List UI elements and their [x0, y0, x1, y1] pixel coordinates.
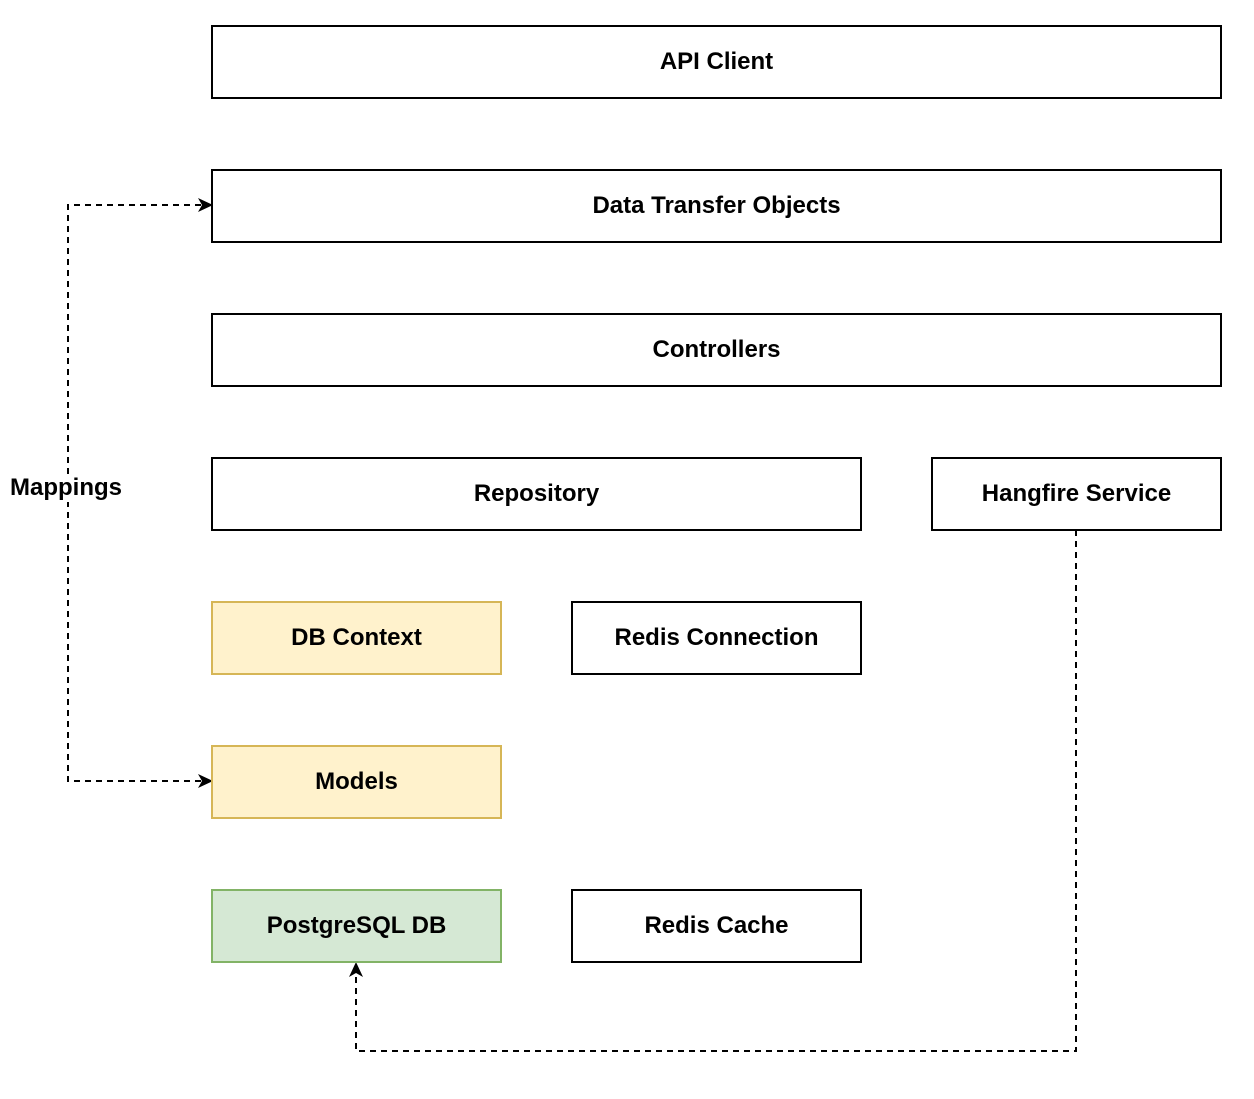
- api-client-label: API Client: [659, 48, 774, 75]
- hangfire-service-node[interactable]: Hangfire Service: [931, 457, 1222, 531]
- postgresql-db-node[interactable]: PostgreSQL DB: [211, 889, 502, 963]
- controllers-node[interactable]: Controllers: [211, 313, 1222, 387]
- repository-label: Repository: [473, 480, 600, 507]
- db-context-label: DB Context: [291, 624, 422, 651]
- controllers-label: Controllers: [652, 336, 781, 363]
- mappings-label: Mappings: [10, 474, 122, 502]
- arrowhead-dto: [198, 198, 213, 212]
- dto-label: Data Transfer Objects: [592, 192, 841, 219]
- arrowhead-models: [198, 774, 213, 788]
- models-label: Models: [315, 768, 398, 795]
- dto-node[interactable]: Data Transfer Objects: [211, 169, 1222, 243]
- redis-connection-label: Redis Connection: [614, 624, 819, 651]
- repository-node[interactable]: Repository: [211, 457, 862, 531]
- models-node[interactable]: Models: [211, 745, 502, 819]
- redis-cache-node[interactable]: Redis Cache: [571, 889, 862, 963]
- arrowhead-postgres: [349, 962, 363, 977]
- hangfire-postgres-edge: [355, 530, 1077, 1052]
- hangfire-service-label: Hangfire Service: [981, 480, 1172, 507]
- api-client-node[interactable]: API Client: [211, 25, 1222, 99]
- redis-cache-label: Redis Cache: [644, 912, 789, 939]
- redis-connection-node[interactable]: Redis Connection: [571, 601, 862, 675]
- db-context-node[interactable]: DB Context: [211, 601, 502, 675]
- postgresql-db-label: PostgreSQL DB: [266, 912, 447, 939]
